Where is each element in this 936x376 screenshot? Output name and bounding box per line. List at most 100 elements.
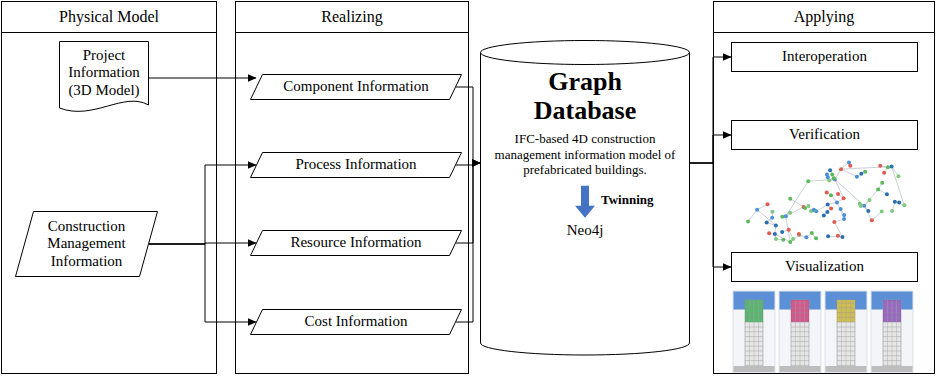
parallelogram-shape (251, 153, 462, 178)
graph-dot (842, 196, 846, 200)
graph-dot (866, 209, 870, 213)
building-body (745, 300, 763, 368)
render-ground (734, 366, 775, 372)
graph-link (786, 216, 791, 242)
building-column (896, 300, 897, 368)
graph-link (841, 167, 892, 170)
application-box: Verification (731, 120, 918, 150)
connector-arrow (149, 78, 256, 79)
graph-dot (828, 168, 832, 172)
graph-dot (876, 187, 880, 191)
graph-link (837, 202, 844, 219)
graph-link (786, 207, 804, 216)
document-label: Project Information (3D Model) (65, 47, 143, 99)
graph-dot (766, 202, 770, 206)
data-parallelogram: Component Information (250, 74, 462, 100)
connector-arrow (690, 57, 731, 163)
connector-arrow (149, 165, 256, 244)
twinning-arrow (575, 186, 595, 218)
database-product: Neo4j (480, 222, 690, 239)
document-shape: Project Information (3D Model) (59, 41, 149, 115)
graph-link (828, 236, 842, 238)
graph-dot (791, 237, 795, 241)
graph-dot (902, 203, 906, 207)
building-body (791, 300, 809, 368)
connector-arrow (456, 87, 480, 163)
graph-link (864, 189, 878, 205)
stage-panel: RealizingComponent InformationProcess In… (235, 1, 469, 374)
box-label: Verification (789, 126, 860, 143)
render-frame (825, 291, 867, 373)
graph-link (841, 169, 857, 177)
graph-dot (870, 218, 874, 222)
database-cylinder: Graph DatabaseIFC-based 4D construction … (480, 40, 690, 355)
graph-dot (788, 211, 792, 215)
graph-dot (885, 192, 889, 196)
graph-dot (848, 164, 852, 168)
graph-dot (840, 235, 844, 239)
data-label: Resource Information (290, 234, 421, 251)
parallelogram-shape (251, 310, 462, 335)
graph-dot (784, 214, 788, 218)
graph-dot (804, 235, 808, 239)
graph-link (790, 199, 803, 207)
data-label: Process Information (295, 156, 416, 173)
connector-arrow (690, 135, 731, 163)
data-parallelogram: Process Information (250, 152, 462, 178)
graph-link (786, 181, 809, 216)
connector-arrow (690, 163, 731, 267)
graph-dot (826, 234, 830, 238)
graph-dot (774, 237, 778, 241)
graph-dot (897, 200, 901, 204)
box-label: Visualization (785, 258, 864, 275)
graph-dot (810, 231, 814, 235)
connector-arrow (456, 163, 480, 322)
building-column (846, 300, 847, 368)
graph-dot (797, 232, 801, 236)
database-description: IFC-based 4D construction management inf… (494, 131, 676, 178)
graph-dot (855, 175, 859, 179)
graph-link (834, 222, 842, 237)
building-body (837, 300, 855, 368)
graph-dot (787, 228, 791, 232)
data-parallelogram: Construction Management Information (15, 211, 158, 277)
parallelogram-shape (251, 75, 462, 100)
document-shape (60, 42, 149, 112)
graph-dot (886, 165, 890, 169)
graph-dot (765, 220, 769, 224)
data-label: Component Information (283, 78, 428, 95)
graph-dot (780, 215, 784, 219)
graph-dot (836, 192, 840, 196)
graph-dot (780, 230, 784, 234)
building-column (887, 300, 888, 368)
connector-arrow (149, 244, 256, 322)
graph-dot (755, 208, 759, 212)
panel-title: Realizing (236, 2, 468, 33)
building-column (892, 300, 893, 368)
graph-dot (814, 236, 818, 240)
building-column (800, 300, 801, 368)
graph-link (835, 179, 844, 198)
graph-dot (859, 172, 863, 176)
building-column (749, 300, 750, 368)
graph-dot (770, 210, 774, 214)
graph-dot (825, 191, 829, 195)
graph-dot (868, 198, 872, 202)
building-column (841, 300, 842, 368)
graph-network-illustration (746, 160, 906, 244)
graph-dot (806, 204, 810, 208)
building-column (758, 300, 759, 368)
data-parallelogram: Resource Information (250, 230, 462, 256)
graph-dot (812, 208, 816, 212)
data-parallelogram: Cost Information (250, 309, 462, 335)
render-ground (872, 366, 913, 372)
box-label: Interoperation (782, 48, 867, 65)
panel-title: Physical Model (2, 2, 216, 33)
building-column (795, 300, 796, 368)
graph-link (835, 179, 864, 205)
building-column (754, 300, 755, 368)
graph-dot (832, 176, 836, 180)
stage-panel: ApplyingInteroperationVerificationVisual… (713, 1, 935, 374)
render-ground (780, 366, 821, 372)
graph-dot (839, 207, 843, 211)
